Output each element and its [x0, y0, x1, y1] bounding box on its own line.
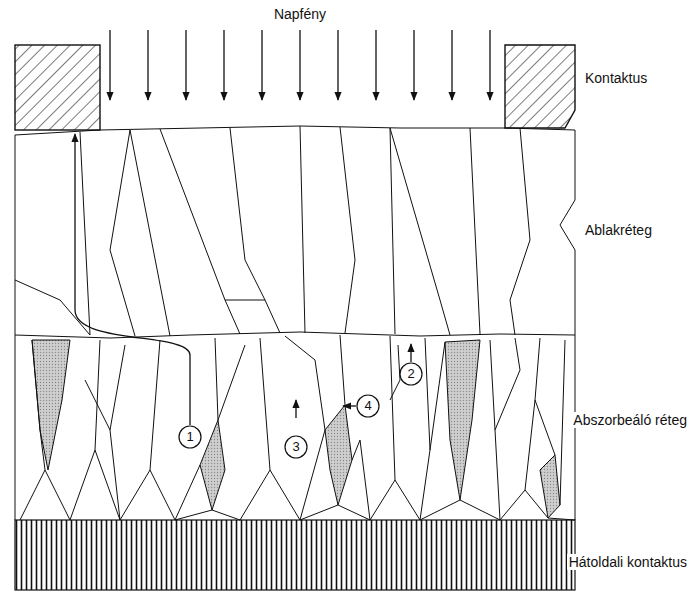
layer-label: Ablakréteg [583, 222, 654, 238]
layer-label: Hátoldali kontaktus [567, 554, 689, 570]
carrier-paths [75, 134, 411, 425]
callout-number: 1 [180, 427, 200, 447]
layer-label: Abszorbeáló réteg [571, 412, 689, 428]
front-contact-left [15, 45, 100, 130]
callout-circles [179, 363, 422, 458]
sunlight-arrows [110, 30, 490, 100]
callout-number: 4 [358, 396, 378, 416]
back-contact [15, 520, 575, 590]
sunlight-label: Napfény [274, 6, 326, 22]
shaded-grains [32, 340, 560, 518]
front-contact-right [505, 45, 575, 128]
layer-label: Kontaktus [583, 70, 649, 86]
callout-number: 3 [286, 437, 306, 457]
window-grains [15, 126, 575, 338]
absorber-grains [15, 335, 575, 520]
callout-number: 2 [401, 364, 421, 384]
